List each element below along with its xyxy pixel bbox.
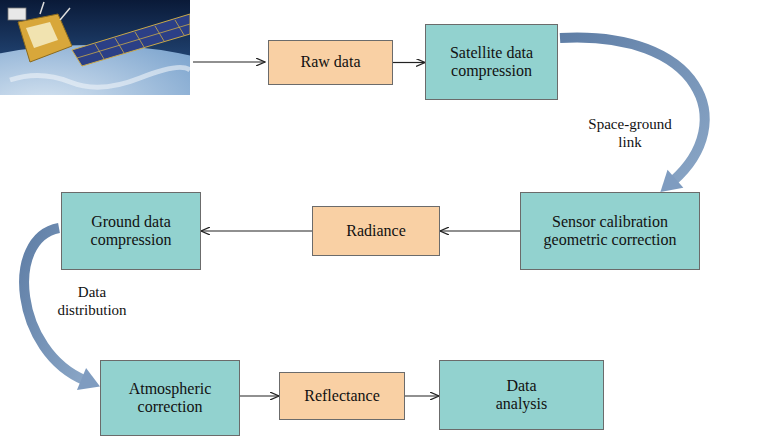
edge-label: Data distribution <box>40 282 144 320</box>
solar-panel <box>72 14 190 66</box>
data-product-box: Radiance <box>312 206 440 256</box>
box-label: Sensor calibration geometric correction <box>535 213 685 250</box>
data-product-box: Raw data <box>268 40 393 85</box>
flow-arrow <box>405 396 439 397</box>
box-label: Radiance <box>346 222 406 240</box>
box-label: Reflectance <box>304 387 380 405</box>
process-box: Sensor calibration geometric correction <box>520 192 700 270</box>
flow-arrow <box>240 396 279 397</box>
satellite-instrument <box>8 8 26 20</box>
edge-label: Space-ground link <box>578 114 682 152</box>
satellite-antenna <box>40 2 70 20</box>
image-to-raw-arrow <box>193 61 265 62</box>
process-box: Satellite data compression <box>425 24 558 100</box>
flow-arrow <box>440 231 520 232</box>
process-box: Data analysis <box>439 360 604 430</box>
connector-line <box>201 230 312 231</box>
box-label: Ground data compression <box>68 213 194 250</box>
solar-panel-grid <box>77 20 190 59</box>
process-box: Ground data compression <box>61 192 201 270</box>
box-label: Raw data <box>301 53 361 71</box>
flow-arrow <box>201 231 312 232</box>
cloud-band <box>10 67 190 87</box>
connector-line <box>440 230 520 231</box>
connector-line <box>240 395 279 396</box>
box-label: Satellite data compression <box>432 44 551 81</box>
process-box: Atmospheric correction <box>100 360 240 436</box>
arrow-head <box>77 368 100 390</box>
curved-arrow-body <box>560 38 705 182</box>
arrow-head <box>660 170 683 192</box>
satellite-body <box>18 14 72 62</box>
box-label: Atmospheric correction <box>115 380 225 417</box>
connector-line <box>393 62 425 63</box>
box-label: Data analysis <box>482 377 562 414</box>
satellite-foil <box>26 22 58 48</box>
connector-line <box>405 395 439 396</box>
flow-arrow <box>393 62 425 63</box>
curved-transfer-arrow <box>560 38 705 192</box>
satellite-photo <box>0 0 190 95</box>
data-product-box: Reflectance <box>279 372 405 420</box>
